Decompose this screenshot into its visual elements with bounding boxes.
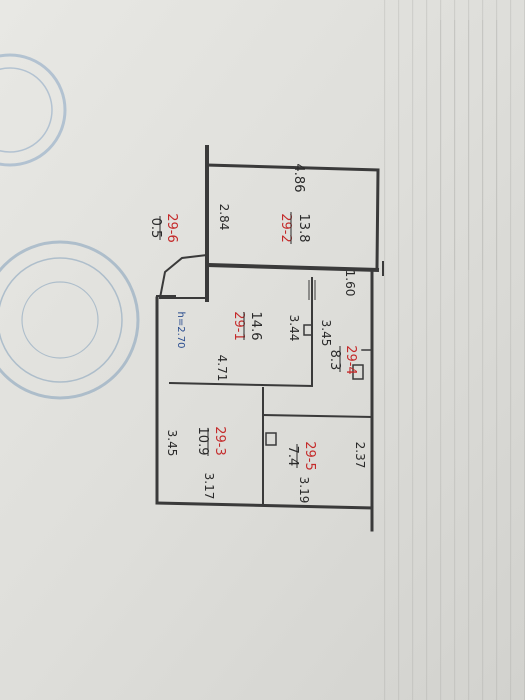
room-29-6-area: 0.5	[148, 218, 163, 239]
bleed-through-text-top	[430, 20, 500, 270]
wall-top-room-top	[205, 163, 380, 172]
fixture-niche	[303, 324, 313, 336]
ceiling-height: h=2.70	[175, 312, 186, 349]
room-29-3-area: 10.9	[195, 427, 210, 456]
room-29-3-id: 29-3	[212, 426, 227, 456]
wall-balcony	[158, 253, 209, 300]
room-29-4-id: 29-4	[343, 345, 358, 375]
dim-471: 4.71	[215, 355, 229, 382]
fixture-bath-small	[265, 432, 277, 446]
room-29-2-id: 29-2	[278, 213, 293, 243]
dim-317: 3.17	[202, 473, 216, 500]
wall-corridor-bottom	[260, 383, 314, 388]
dim-345b: 3.45	[165, 430, 179, 457]
room-29-1-id: 29-1	[231, 311, 246, 341]
room-29-6-id: 29-6	[164, 213, 179, 243]
dim-237: 2.37	[353, 442, 367, 469]
dim-345a: 3.45	[319, 320, 333, 347]
wall-outer-bottom	[155, 501, 374, 510]
stamp-top-left	[0, 53, 67, 167]
wall-room3-top	[168, 381, 264, 387]
room-29-1-area: 14.6	[248, 312, 263, 341]
stamp-middle-left	[0, 240, 140, 400]
dim-486: 4.86	[291, 164, 306, 193]
room-29-4-area: 8.3	[327, 350, 342, 371]
room-29-2-area: 13.8	[296, 214, 311, 243]
fixture-kitchen-small	[352, 364, 364, 380]
dim-344: 3.44	[287, 315, 301, 342]
room-29-5-id: 29-5	[302, 441, 317, 471]
wall-room5-top	[261, 413, 374, 419]
dim-319: 3.19	[297, 477, 311, 504]
wall-top-room-right	[375, 168, 380, 270]
room-29-5-area: 7.4	[285, 446, 300, 467]
plan-fixtures	[265, 280, 364, 446]
dim-160: 1.60	[343, 270, 357, 297]
wall-top-room-bottom	[206, 262, 380, 273]
dim-284: 2.84	[217, 204, 231, 231]
